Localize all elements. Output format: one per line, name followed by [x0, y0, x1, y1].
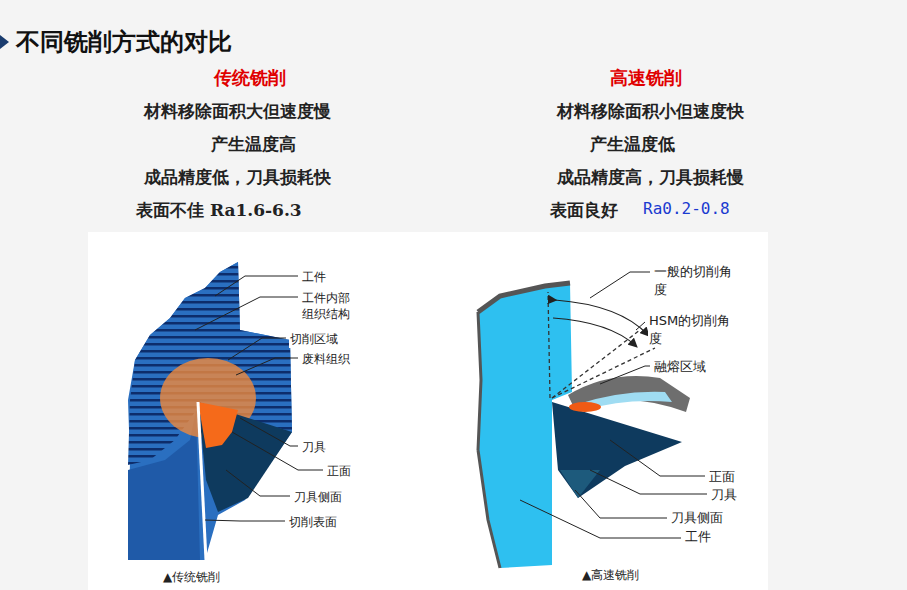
- figure-caption: ▲传统铣削: [163, 569, 220, 586]
- column-heading: 传统铣削: [214, 66, 286, 90]
- part-label: 刀具: [301, 439, 327, 456]
- part-label: 工件: [301, 269, 327, 286]
- comparison-text: 材料移除面积大但速度慢: [144, 100, 331, 123]
- comparison-text: 表面良好: [550, 199, 618, 222]
- part-label: 一般的切削角度: [653, 263, 737, 298]
- comparison-text: 成品精度低，刀具损耗快: [144, 166, 331, 189]
- part-label: 切削表面: [288, 514, 338, 531]
- bullet-icon: [0, 35, 9, 49]
- comparison-text: 成品精度高，刀具损耗慢: [557, 166, 744, 189]
- column-heading: 高速铣削: [610, 66, 682, 90]
- roughness-value: Ra0.2-0.8: [643, 199, 730, 218]
- part-label: 废料组织: [301, 351, 351, 368]
- comparison-text: 材料移除面积小但速度快: [557, 100, 744, 123]
- part-label: 融熔区域: [653, 358, 707, 376]
- part-label: 刀具侧面: [670, 509, 724, 527]
- part-label: HSM的切削角度: [648, 312, 736, 347]
- part-label: 工件: [684, 528, 712, 546]
- figure-panel: [88, 232, 768, 590]
- part-label: 刀具侧面: [293, 489, 343, 506]
- part-label: 正面: [708, 468, 736, 486]
- slide-title: 不同铣削方式的对比: [16, 26, 232, 58]
- comparison-text: 表面不佳 Ra1.6-6.3: [136, 199, 302, 222]
- comparison-text: 产生温度低: [590, 133, 675, 156]
- part-label: 切削区域: [289, 331, 339, 348]
- figure-caption: ▲高速铣削: [582, 567, 639, 584]
- part-label: 工件内部 组织结构: [301, 290, 355, 322]
- comparison-text: 产生温度高: [211, 133, 296, 156]
- part-label: 正面: [326, 463, 352, 480]
- part-label: 刀具: [710, 486, 738, 504]
